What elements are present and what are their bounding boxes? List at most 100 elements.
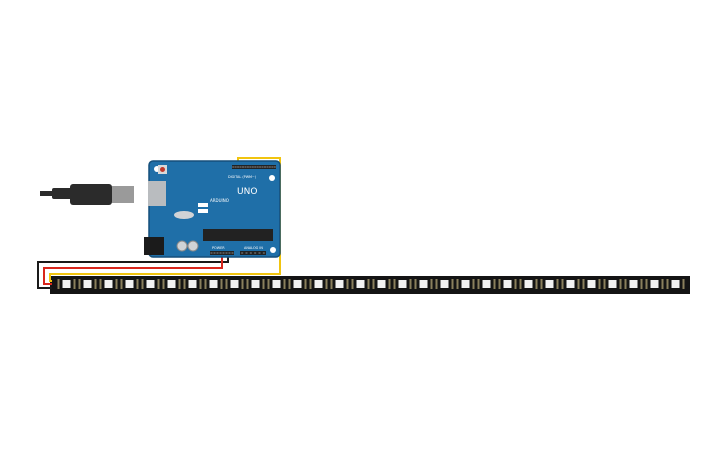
header-pin[interactable] <box>225 252 228 254</box>
arduino-board[interactable]: ARDUINO UNO DIGITAL (PWM~) POWER ANALOG … <box>144 160 281 258</box>
led-pixel <box>225 279 244 289</box>
led-pixel <box>414 279 433 289</box>
header-pin[interactable] <box>213 252 216 254</box>
led-chip <box>230 280 239 288</box>
header-pin[interactable] <box>239 166 242 168</box>
led-strip[interactable] <box>50 276 690 294</box>
led-pixel <box>603 279 622 289</box>
led-pad <box>535 279 538 289</box>
reset-button-cap <box>160 167 165 172</box>
header-pin[interactable] <box>216 252 219 254</box>
led-pixel <box>351 279 370 289</box>
led-pad <box>582 279 585 289</box>
led-chip <box>293 280 302 288</box>
header-pin[interactable] <box>259 166 262 168</box>
header-pin[interactable] <box>266 166 269 168</box>
header-pin[interactable] <box>249 252 252 254</box>
led-pad <box>78 279 81 289</box>
led-pad <box>57 279 60 289</box>
led-pad <box>556 279 559 289</box>
led-chip <box>146 280 155 288</box>
led-chip <box>482 280 491 288</box>
header-pin[interactable] <box>246 166 249 168</box>
led-pixel <box>477 279 496 289</box>
ground-wire[interactable] <box>37 254 229 289</box>
data-wire[interactable] <box>49 157 281 282</box>
header-pin[interactable] <box>251 166 254 168</box>
header-pin[interactable] <box>254 166 257 168</box>
led-pad <box>393 279 396 289</box>
led-pixel <box>330 279 349 289</box>
header-pin[interactable] <box>219 252 222 254</box>
led-chip <box>209 280 218 288</box>
header-pin[interactable] <box>234 166 237 168</box>
analog-pin-header[interactable] <box>240 251 266 255</box>
led-pad <box>99 279 102 289</box>
led-pixel <box>519 279 538 289</box>
led-pixel <box>141 279 160 289</box>
header-pin[interactable] <box>232 166 235 168</box>
led-chip <box>398 280 407 288</box>
led-pixel <box>372 279 391 289</box>
led-chip <box>104 280 113 288</box>
led-chip <box>524 280 533 288</box>
header-pin[interactable] <box>262 252 265 254</box>
led-pixel <box>582 279 601 289</box>
header-pin[interactable] <box>210 252 213 254</box>
led-chip <box>314 280 323 288</box>
usb-cable[interactable] <box>40 184 134 205</box>
header-pin[interactable] <box>228 252 231 254</box>
led-pixel <box>288 279 307 289</box>
header-pin[interactable] <box>273 166 276 168</box>
analog-header-label: ANALOG IN <box>244 246 263 250</box>
led-pad <box>199 279 202 289</box>
led-chip <box>83 280 92 288</box>
header-pin[interactable] <box>249 166 252 168</box>
header-pin[interactable] <box>222 252 225 254</box>
led-pixel <box>666 279 685 289</box>
microcontroller-chip <box>203 229 273 241</box>
led-pad <box>430 279 433 289</box>
digital-header-label: DIGITAL (PWM~) <box>228 175 257 179</box>
capacitor <box>187 240 199 252</box>
led-pad <box>624 279 627 289</box>
led-pad <box>367 279 370 289</box>
power-wire[interactable] <box>43 254 223 285</box>
led-pad <box>498 279 501 289</box>
header-pin[interactable] <box>271 166 274 168</box>
led-chip <box>440 280 449 288</box>
led-chip <box>62 280 71 288</box>
power-jack[interactable] <box>144 237 164 255</box>
led-pixel <box>456 279 475 289</box>
header-pin[interactable] <box>231 252 234 254</box>
led-pixel <box>57 279 76 289</box>
capacitor <box>176 240 188 252</box>
led-pad <box>262 279 265 289</box>
header-pin[interactable] <box>245 252 248 254</box>
header-pin[interactable] <box>254 252 257 254</box>
led-chip <box>587 280 596 288</box>
header-pin[interactable] <box>241 252 244 254</box>
power-pin-header[interactable] <box>210 251 234 255</box>
led-pad <box>178 279 181 289</box>
usb-port[interactable] <box>148 181 166 206</box>
led-pad <box>304 279 307 289</box>
led-pixel <box>78 279 97 289</box>
led-pixel <box>120 279 139 289</box>
header-pin[interactable] <box>256 166 259 168</box>
led-chip <box>356 280 365 288</box>
header-pin[interactable] <box>244 166 247 168</box>
header-pin[interactable] <box>268 166 271 168</box>
header-pin[interactable] <box>237 166 240 168</box>
header-pin[interactable] <box>242 166 244 168</box>
led-pad <box>267 279 270 289</box>
header-pin[interactable] <box>264 166 266 168</box>
led-chip <box>335 280 344 288</box>
digital-pin-header[interactable] <box>232 165 276 169</box>
power-header-label: POWER <box>212 246 225 250</box>
header-pin[interactable] <box>261 166 264 168</box>
header-pin[interactable] <box>258 252 261 254</box>
led-chip <box>608 280 617 288</box>
led-pad <box>640 279 643 289</box>
